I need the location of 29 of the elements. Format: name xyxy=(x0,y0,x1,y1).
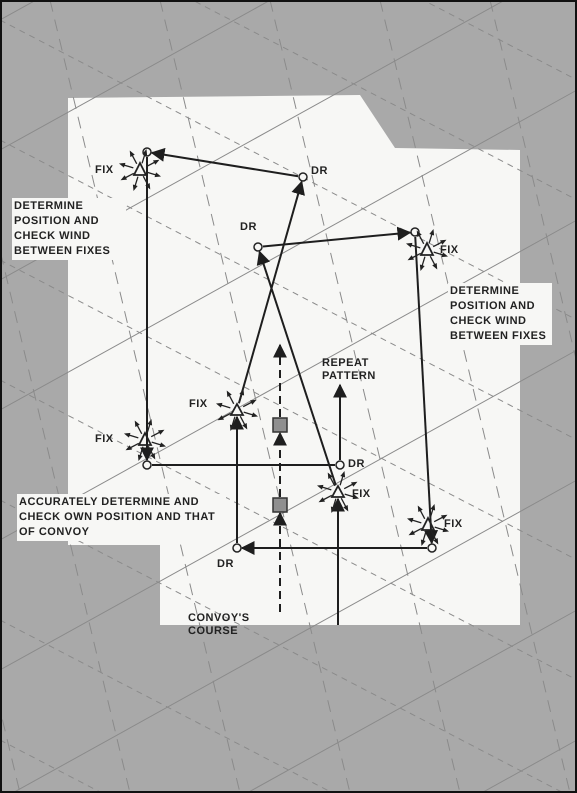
track-arrow xyxy=(230,416,244,543)
point-label: FIX xyxy=(444,518,463,531)
point-label: DR xyxy=(311,165,328,178)
track-arrow xyxy=(240,541,427,555)
track-arrow xyxy=(238,180,305,404)
point-label: FIX xyxy=(95,433,114,446)
point-label: FIX xyxy=(189,398,208,411)
point-label: FIX xyxy=(95,164,114,177)
track-arrow xyxy=(331,498,345,625)
point-label: FIX xyxy=(352,488,371,501)
track-arrow xyxy=(140,157,154,462)
track-arrow xyxy=(414,236,438,544)
dashed-arrow xyxy=(273,512,287,612)
point-label: DR xyxy=(348,458,365,471)
track-arrow xyxy=(150,148,298,178)
track-line xyxy=(152,464,335,466)
point-label: DR xyxy=(240,221,257,234)
note-text: DETERMINE POSITION AND CHECK WIND BETWEEN FIXES xyxy=(12,198,126,260)
dashed-arrow xyxy=(273,432,287,497)
dashed-arrow xyxy=(273,344,287,417)
track-arrow xyxy=(256,250,337,486)
point-label: FIX xyxy=(440,244,459,257)
annotation-text: CONVOY'S COURSE xyxy=(188,612,282,640)
annotation-text: REPEAT PATTERN xyxy=(322,357,392,385)
point-label: DR xyxy=(217,558,234,571)
track-arrow xyxy=(262,226,412,248)
note-text: DETERMINE POSITION AND CHECK WIND BETWEEN FIXES xyxy=(448,283,552,345)
note-text: ACCURATELY DETERMINE AND CHECK OWN POSITION AND THAT OF CONVOY xyxy=(17,494,226,541)
track-arrow xyxy=(333,384,347,460)
